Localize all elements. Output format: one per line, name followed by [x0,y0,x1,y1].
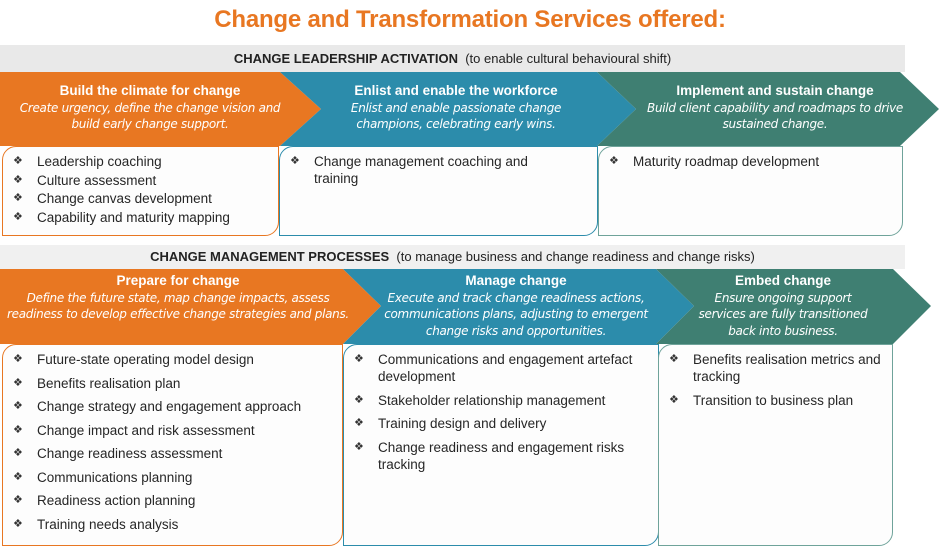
diamond-bullet-icon: ❖ [354,417,364,429]
diamond-bullet-icon: ❖ [13,192,23,204]
list-item: ❖Communications and engagement artefact … [354,352,633,384]
list-item: ❖Transition to business plan [669,392,854,408]
stage-title: Prepare for change [116,273,240,288]
chevron-enlist-enable [280,72,636,146]
services-box-enlist-enable: ❖Change management coaching and training [279,146,598,236]
stage-title: Manage change [465,273,567,288]
list-item: ❖Readiness action planning [13,493,196,508]
stage-embed: Embed change Ensure ongoing support serv… [690,273,876,339]
diamond-bullet-icon: ❖ [13,400,23,412]
stage-description: Build client capability and roadmaps to … [647,100,903,132]
diamond-bullet-icon: ❖ [13,155,23,167]
list-item: ❖Culture assessment [13,172,157,188]
list-item: ❖Capability and maturity mapping [13,209,230,225]
list-item: ❖Change strategy and engagement approach [13,399,302,414]
stage-description: Define the future state, map change impa… [7,290,349,322]
diamond-bullet-icon: ❖ [13,494,23,506]
stage-implement-sustain: Implement and sustain change Build clien… [640,83,910,133]
stage-description: Create urgency, define the change vision… [19,100,281,132]
diamond-bullet-icon: ❖ [354,440,364,453]
services-list: ❖Leadership coaching ❖Culture assessment… [3,147,278,226]
stage-title: Implement and sustain change [676,83,874,98]
chevron-embed [656,269,931,344]
chevron-prepare [0,269,381,344]
list-item: ❖Stakeholder relationship management [354,392,606,408]
services-box-manage: ❖Communications and engagement artefact … [343,344,659,546]
stage-description: Enlist and enable passionate change cham… [350,100,562,132]
stage-description: Ensure ongoing support services are full… [698,290,868,338]
section-heading-processes: CHANGE MANAGEMENT PROCESSES (to manage b… [0,245,905,269]
diamond-bullet-icon: ❖ [13,470,23,483]
list-item: ❖Change readiness assessment [13,446,223,461]
stage-title: Enlist and enable the workforce [354,83,558,98]
list-item: ❖Leadership coaching [13,154,162,169]
page-title: Change and Transformation Services offer… [214,6,726,33]
diamond-bullet-icon: ❖ [13,376,23,389]
diamond-bullet-icon: ❖ [354,393,364,406]
services-list: ❖Change management coaching and training [280,147,597,187]
diamond-bullet-icon: ❖ [669,393,679,406]
list-item: ❖Change impact and risk assessment [13,422,255,438]
list-item: ❖Benefits realisation plan [13,375,181,391]
stage-title: Build the climate for change [59,83,241,98]
list-item: ❖Future-state operating model design [13,352,254,367]
list-item: ❖Change canvas development [13,191,212,206]
diamond-bullet-icon: ❖ [13,517,23,530]
services-list: ❖Benefits realisation metrics and tracki… [659,345,892,409]
list-item: ❖Communications planning [13,469,193,485]
diamond-bullet-icon: ❖ [13,423,23,436]
list-item: ❖Change readiness and engagement risks t… [354,439,625,472]
diamond-bullet-icon: ❖ [354,353,364,365]
stage-prepare: Prepare for change Define the future sta… [6,273,350,323]
services-list: ❖Maturity roadmap development [599,147,902,170]
services-list: ❖Future-state operating model design ❖Be… [3,345,342,533]
list-item: ❖Maturity roadmap development [609,154,820,169]
section-heading-bold: CHANGE MANAGEMENT PROCESSES [150,249,390,264]
services-list: ❖Communications and engagement artefact … [344,345,658,473]
chevron-build-climate [0,72,321,146]
services-box-implement-sustain: ❖Maturity roadmap development [598,146,903,236]
chevron-implement-sustain [597,72,939,146]
list-item: ❖Change management coaching and training [290,154,528,186]
diamond-bullet-icon: ❖ [13,447,23,459]
list-item: ❖Benefits realisation metrics and tracki… [669,352,881,384]
stage-manage: Manage change Execute and track change r… [370,273,662,339]
diamond-bullet-icon: ❖ [669,353,679,365]
section-heading-note: (to manage business and change readiness… [396,249,755,264]
diamond-bullet-icon: ❖ [609,155,619,167]
services-box-embed: ❖Benefits realisation metrics and tracki… [658,344,893,546]
chevron-manage [343,269,694,344]
diamond-bullet-icon: ❖ [290,155,300,167]
diamond-bullet-icon: ❖ [13,173,23,186]
section-heading-leadership: CHANGE LEADERSHIP ACTIVATION (to enable … [0,45,905,72]
stage-build-climate: Build the climate for change Create urge… [4,83,296,133]
services-box-build-climate: ❖Leadership coaching ❖Culture assessment… [2,146,279,236]
stage-enlist-enable: Enlist and enable the workforce Enlist a… [322,83,590,133]
section-heading-bold: CHANGE LEADERSHIP ACTIVATION [233,51,458,66]
list-item: ❖Training needs analysis [13,516,179,532]
services-box-prepare: ❖Future-state operating model design ❖Be… [2,344,343,546]
diamond-bullet-icon: ❖ [13,210,23,223]
section-heading-note: (to enable cultural behavioural shift) [465,51,672,66]
stage-description: Execute and track change readiness actio… [384,290,648,338]
list-item: ❖Training design and delivery [354,416,547,431]
stage-title: Embed change [734,273,832,288]
diamond-bullet-icon: ❖ [13,353,23,365]
